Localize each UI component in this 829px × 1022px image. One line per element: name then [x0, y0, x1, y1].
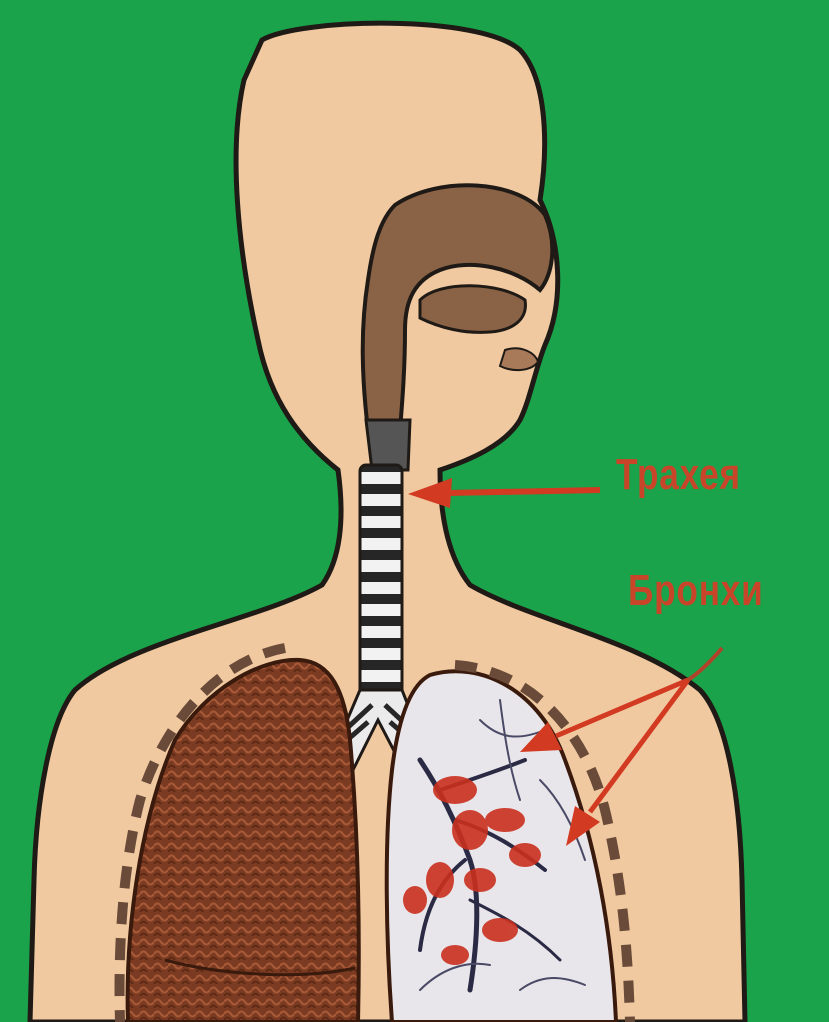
- trachea: [360, 465, 402, 695]
- larynx: [366, 420, 410, 470]
- trachea-label: Трахея: [616, 450, 741, 500]
- bronchi-label: Бронхи: [628, 566, 764, 616]
- tongue: [420, 286, 525, 333]
